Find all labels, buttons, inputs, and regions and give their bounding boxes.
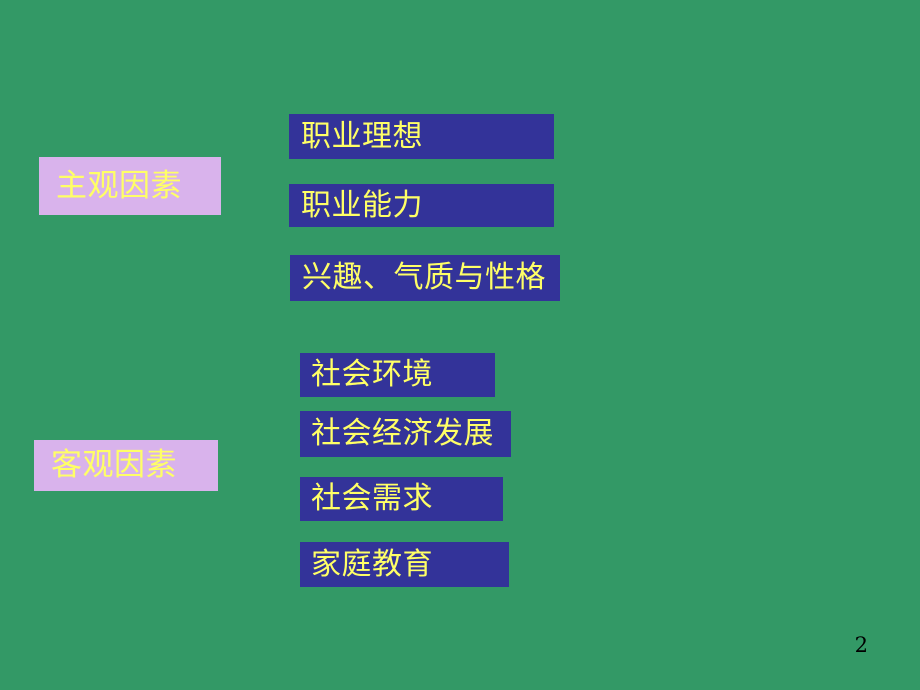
item-box-social-economic-development[interactable]: 社会经济发展 (300, 411, 511, 457)
item-box-interest-temperament-personality-text: 兴趣、气质与性格 (302, 260, 546, 295)
item-box-career-ability-text: 职业能力 (301, 187, 423, 223)
category-label-subjective[interactable]: 主观因素 (39, 157, 221, 215)
category-label-subjective-text: 主观因素 (56, 167, 182, 204)
item-box-social-demand-text: 社会需求 (311, 481, 433, 516)
category-label-objective-text: 客观因素 (51, 447, 177, 483)
item-box-career-ideal-text: 职业理想 (301, 118, 423, 154)
page-number: 2 (854, 633, 868, 657)
item-box-family-education-text: 家庭教育 (311, 546, 433, 582)
item-box-career-ability[interactable]: 职业能力 (289, 184, 554, 227)
item-box-social-economic-development-text: 社会经济发展 (311, 416, 494, 451)
item-box-family-education[interactable]: 家庭教育 (300, 542, 509, 587)
item-box-social-environment-text: 社会环境 (311, 357, 433, 392)
item-box-interest-temperament-personality[interactable]: 兴趣、气质与性格 (290, 255, 560, 301)
item-box-social-environment[interactable]: 社会环境 (300, 353, 495, 397)
item-box-career-ideal[interactable]: 职业理想 (289, 114, 554, 159)
item-box-social-demand[interactable]: 社会需求 (300, 477, 503, 521)
category-label-objective[interactable]: 客观因素 (34, 440, 218, 491)
